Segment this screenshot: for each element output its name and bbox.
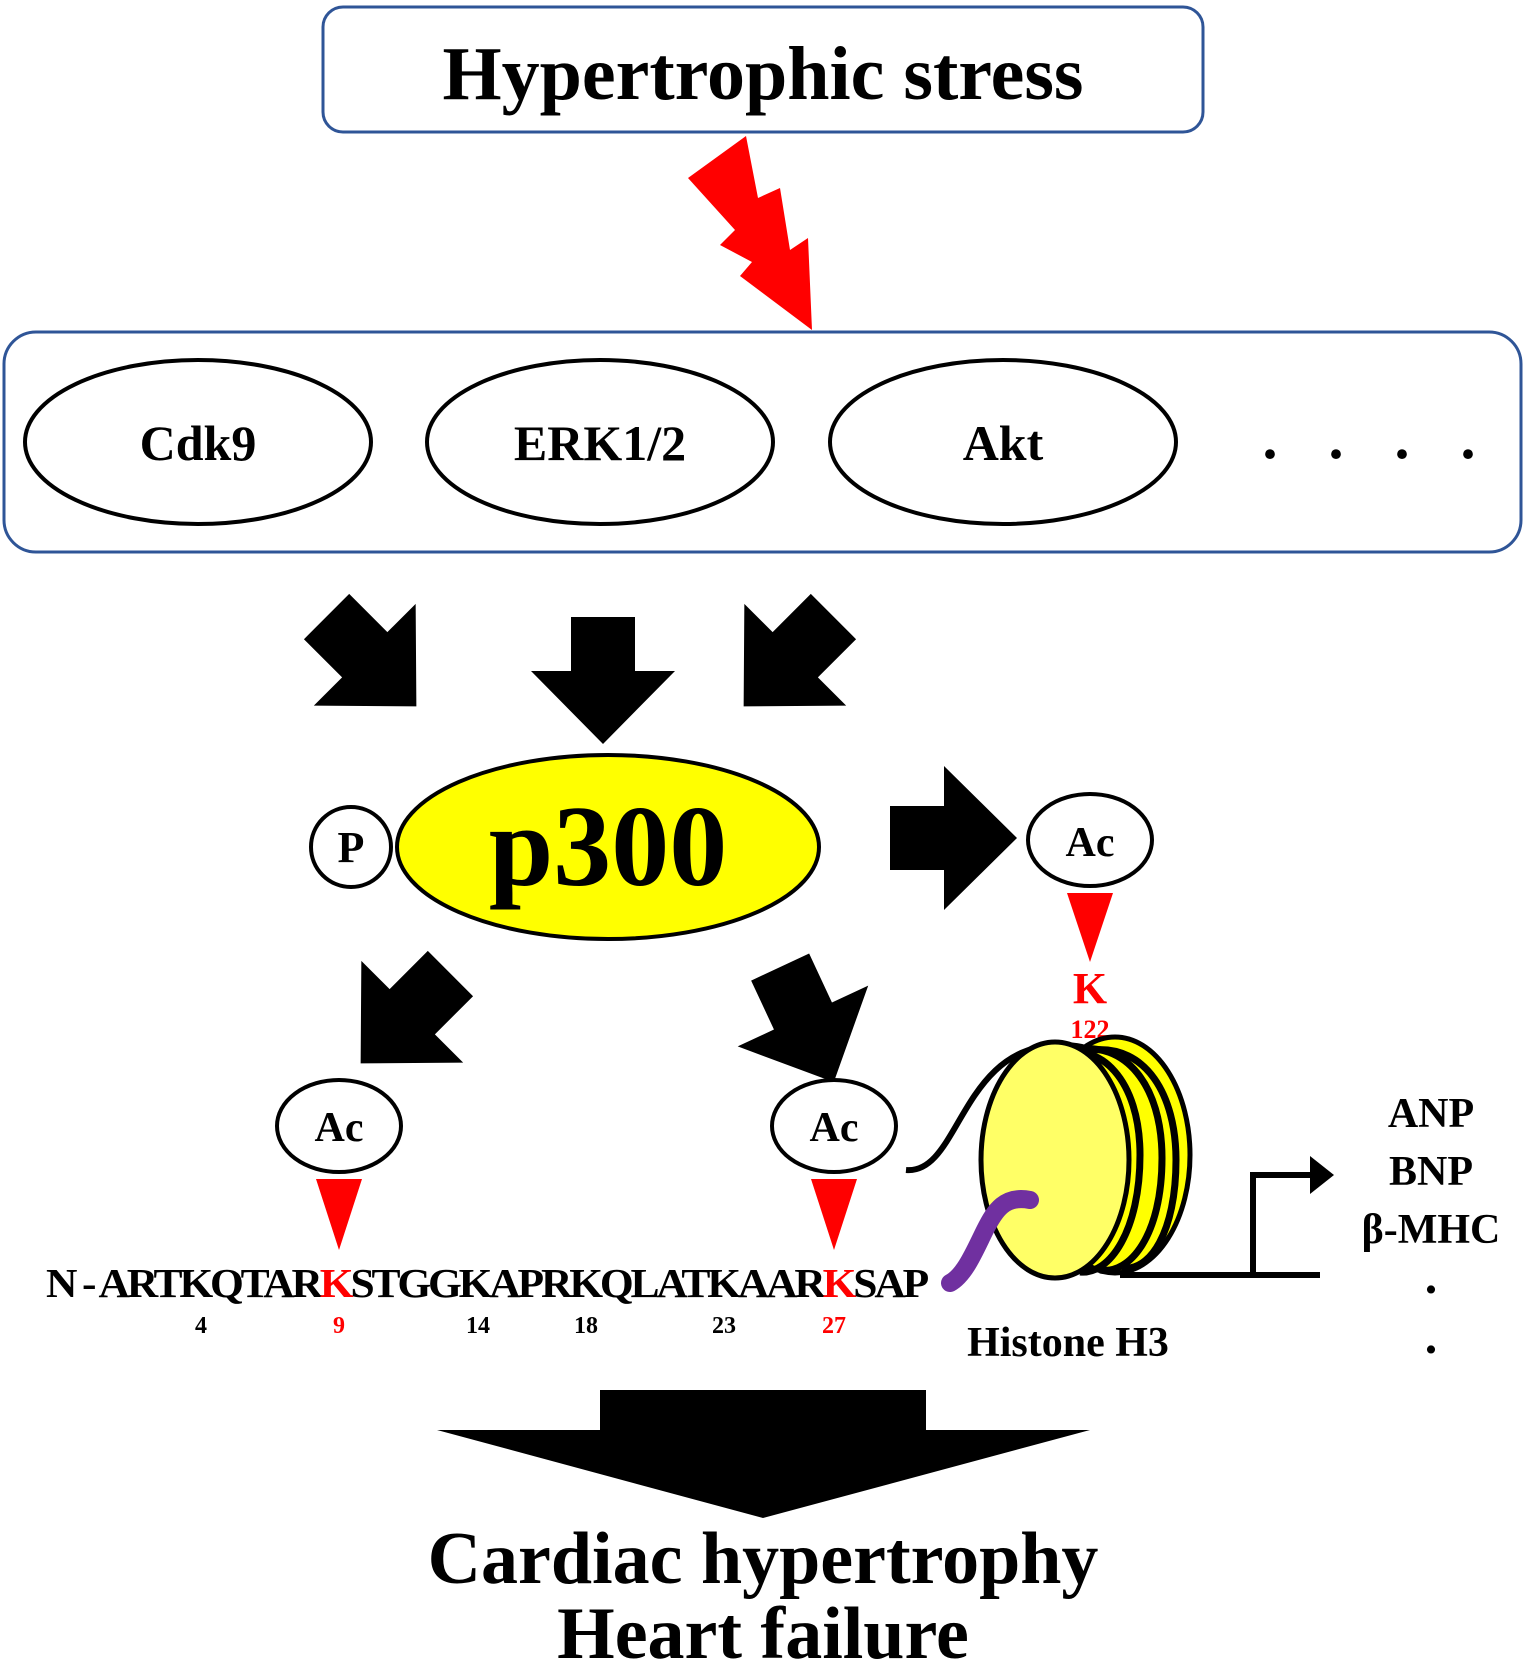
- acetyl-arrowhead-k9: [316, 1179, 362, 1250]
- lightning-icon: [688, 136, 812, 330]
- nucleosome-icon: [905, 1034, 1334, 1292]
- position-23: 23: [712, 1313, 736, 1339]
- stress-box: [321, 5, 1205, 134]
- kinase-ellipse-cdk9: [23, 358, 373, 526]
- gene-ellipsis-2: .: [1425, 1308, 1438, 1364]
- position-14: 14: [466, 1313, 490, 1339]
- tail-segment-3: SAP: [853, 1260, 928, 1306]
- p300-label: p300: [489, 783, 728, 911]
- gene-bmhc: β-MHC: [1362, 1207, 1501, 1253]
- k122-residue: K: [1073, 964, 1107, 1013]
- acetyl-circle-k122: [1026, 792, 1154, 888]
- phospho-label: P: [338, 823, 365, 872]
- acetyl-arrowhead-k27: [811, 1179, 857, 1250]
- phospho-circle: [309, 805, 393, 889]
- outcome-arrow: [437, 1390, 1090, 1518]
- position-4: 4: [195, 1313, 207, 1339]
- tail-k9: K: [320, 1260, 354, 1306]
- kinase-label-akt: Akt: [963, 415, 1044, 471]
- arrow-p300-to-ac-k27: [737, 953, 869, 1083]
- arrow-p300-to-ac-right: [890, 766, 1017, 910]
- tail-k27: K: [823, 1260, 857, 1306]
- stress-label: Hypertrophic stress: [442, 32, 1083, 116]
- gene-bnp: BNP: [1389, 1149, 1473, 1195]
- outcome-line-2: Heart failure: [557, 1593, 969, 1665]
- arrow-akt-to-p300: [743, 593, 857, 707]
- tail-prefix: N -: [46, 1260, 99, 1306]
- gene-ellipsis-1: .: [1425, 1248, 1438, 1304]
- acetyl-arrowhead-k122: [1067, 893, 1113, 962]
- kinase-label-cdk9: Cdk9: [140, 415, 257, 471]
- position-9: 9: [333, 1313, 345, 1339]
- kinase-ellipse-erk: [425, 358, 775, 526]
- gene-anp: ANP: [1388, 1091, 1474, 1137]
- acetyl-label-k9: Ac: [315, 1105, 364, 1151]
- p300-ellipse: [395, 753, 821, 941]
- kinase-ellipse-akt: [828, 358, 1178, 526]
- tail-segment-2: STGGKAPRKQLATKAAR: [350, 1260, 826, 1306]
- tail-segment-1: ARTKQTAR: [99, 1260, 324, 1306]
- arrow-p300-to-ac-k9: [360, 950, 474, 1064]
- acetyl-label-k122: Ac: [1066, 820, 1115, 866]
- histone-label: Histone H3: [967, 1320, 1169, 1366]
- acetyl-label-k27: Ac: [810, 1105, 859, 1151]
- position-18: 18: [574, 1313, 598, 1339]
- kinase-label-erk: ERK1/2: [514, 415, 686, 471]
- outcome-line-1: Cardiac hypertrophy: [428, 1518, 1099, 1600]
- acetyl-circle-k27: [770, 1078, 898, 1174]
- kinase-ellipsis: . . . .: [1263, 405, 1494, 471]
- arrow-cdk9-to-p300: [303, 593, 417, 707]
- acetyl-circle-k9: [275, 1078, 403, 1174]
- position-27: 27: [822, 1313, 846, 1339]
- arrow-erk-to-p300: [531, 617, 675, 744]
